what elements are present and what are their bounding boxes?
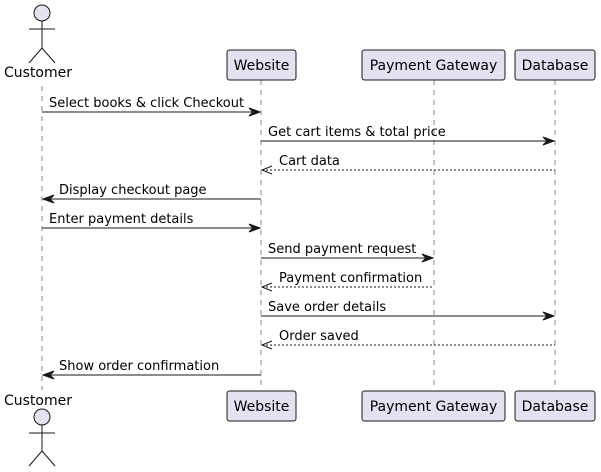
actor-customer-figure-top bbox=[28, 4, 56, 64]
message-label: Select books & click Checkout bbox=[49, 96, 244, 111]
message: Get cart items & total price bbox=[261, 125, 556, 146]
actor-customer-figure-bottom bbox=[28, 408, 56, 467]
participant-label: Database bbox=[522, 58, 589, 74]
actor-customer-top: Customer bbox=[4, 4, 72, 81]
message-label: Payment confirmation bbox=[279, 271, 422, 286]
message: Send payment request bbox=[261, 242, 435, 263]
message-reply: Payment confirmation bbox=[260, 271, 434, 292]
participant-label: Payment Gateway bbox=[370, 399, 498, 415]
participant-label: Website bbox=[234, 58, 290, 74]
arrowhead-icon bbox=[542, 311, 556, 321]
message-label: Enter payment details bbox=[49, 212, 194, 227]
arrowhead-icon bbox=[41, 370, 55, 380]
arrowhead-icon bbox=[421, 253, 435, 263]
participant-database-top: Database bbox=[514, 49, 596, 81]
participant-website-bottom: Website bbox=[226, 390, 297, 422]
participant-payment-gateway-top: Payment Gateway bbox=[361, 49, 506, 81]
arrowhead-icon bbox=[41, 194, 55, 204]
actor-label-top: Customer bbox=[4, 65, 72, 81]
message: Show order confirmation bbox=[41, 359, 261, 380]
actor-label-bottom: Customer bbox=[4, 393, 72, 409]
message-label: Order saved bbox=[279, 329, 359, 344]
arrowhead-icon bbox=[248, 107, 262, 117]
message-label: Save order details bbox=[268, 300, 386, 315]
participant-label: Database bbox=[522, 399, 589, 415]
lifelines bbox=[41, 80, 556, 390]
message-reply: Cart data bbox=[260, 154, 555, 175]
participant-payment-gateway-bottom: Payment Gateway bbox=[361, 390, 506, 422]
message-label: Display checkout page bbox=[59, 183, 207, 198]
participant-label: Website bbox=[234, 399, 290, 415]
arrowhead-icon bbox=[260, 165, 273, 175]
messages: Select books & click Checkout Get cart i… bbox=[41, 96, 556, 380]
message-label: Get cart items & total price bbox=[268, 125, 446, 140]
actor-customer-bottom: Customer bbox=[4, 393, 72, 467]
arrowhead-icon bbox=[260, 340, 273, 350]
participant-database-bottom: Database bbox=[514, 390, 596, 422]
message: Save order details bbox=[261, 300, 556, 321]
message-label: Cart data bbox=[279, 154, 340, 169]
participant-website-top: Website bbox=[226, 49, 297, 81]
participant-label: Payment Gateway bbox=[370, 58, 498, 74]
message: Select books & click Checkout bbox=[42, 96, 262, 117]
arrowhead-icon bbox=[260, 282, 273, 292]
arrowhead-icon bbox=[248, 223, 262, 233]
message-reply: Order saved bbox=[260, 329, 555, 350]
arrowhead-icon bbox=[542, 136, 556, 146]
message: Enter payment details bbox=[42, 212, 262, 233]
message: Display checkout page bbox=[41, 183, 261, 204]
message-label: Show order confirmation bbox=[59, 359, 219, 374]
message-label: Send payment request bbox=[268, 242, 416, 257]
